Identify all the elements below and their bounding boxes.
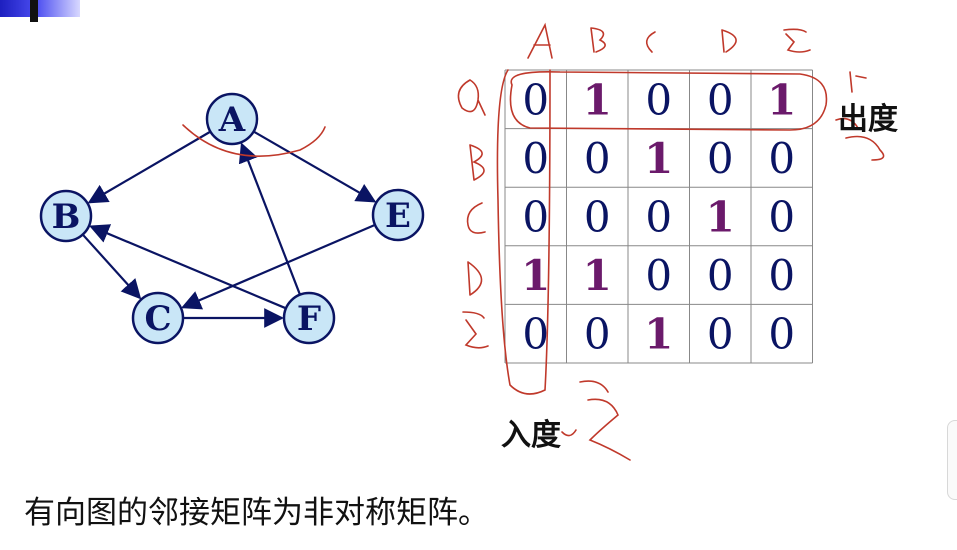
matrix-cell: 1 [644, 310, 673, 359]
ink-bottom-scribble [579, 380, 631, 461]
edge-a-to-e [253, 130, 377, 203]
matrix-cell: 1 [583, 251, 612, 300]
ink-row-c [466, 202, 486, 234]
matrix-cell: 1 [521, 251, 550, 300]
ink-row-d [467, 261, 483, 296]
matrix-cell: 0 [707, 310, 734, 359]
matrix-grid [504, 69, 813, 364]
ink-row-e [462, 311, 489, 349]
matrix-cell: 1 [583, 75, 612, 124]
ink-letter-b [590, 27, 606, 53]
ink-letter-a [527, 22, 553, 59]
node-label: A [218, 100, 246, 140]
matrix-cell: 1 [644, 134, 673, 183]
matrix-cell: 0 [645, 251, 672, 300]
graph-edges [81, 130, 377, 328]
ink-arc-under-a [182, 124, 326, 157]
matrix-cell: 0 [768, 134, 795, 183]
node-b: B [39, 189, 93, 243]
matrix-cell: 0 [584, 310, 611, 359]
matrix-cell: 0 [522, 193, 549, 242]
matrix-cell: 0 [584, 193, 611, 242]
ink-letter-c [645, 31, 656, 53]
side-tab-handle[interactable] [947, 420, 957, 500]
in-degree-label: 入度 [501, 418, 561, 453]
matrix-cell: 0 [584, 134, 611, 183]
matrix-cell: 0 [645, 193, 672, 242]
matrix-cell: 0 [707, 134, 734, 183]
corner-logo-bar [0, 0, 80, 17]
graph-nodes: A B C E F [39, 92, 425, 345]
ink-letter-d [721, 29, 737, 53]
matrix-cell: 0 [522, 75, 549, 124]
matrix-cell: 0 [707, 251, 734, 300]
edge-b-to-c [81, 233, 142, 300]
matrix-cell: 1 [767, 75, 796, 124]
slide-caption: 有向图的邻接矩阵为非对称矩阵。 [24, 495, 489, 531]
node-label: B [52, 197, 81, 237]
node-e: E [371, 188, 425, 242]
edge-a-to-b [87, 130, 211, 204]
matrix-cell: 0 [768, 251, 795, 300]
ink-column-oval [496, 69, 551, 395]
node-a: A [205, 92, 259, 146]
ink-letter-e [783, 28, 811, 53]
node-label: F [297, 299, 321, 339]
ink-row-b [469, 144, 485, 181]
edge-f-to-a [238, 142, 302, 296]
matrix-cell: 1 [706, 193, 735, 242]
edge-e-to-c [180, 223, 376, 310]
node-label: E [385, 196, 411, 236]
matrix-cell: 0 [522, 310, 549, 359]
matrix-cell: 0 [768, 193, 795, 242]
node-f: F [282, 291, 336, 345]
out-degree-label: 出度 [838, 102, 898, 137]
edge-f-to-b [89, 224, 287, 310]
corner-logo-stub [30, 0, 38, 22]
node-label: C [144, 299, 171, 339]
matrix-cell: 0 [707, 75, 734, 124]
ink-right-scribble [835, 71, 885, 161]
matrix-cell: 0 [645, 75, 672, 124]
node-c: C [131, 291, 185, 345]
ink-row-a [457, 79, 486, 116]
ink-row-oval [509, 70, 828, 131]
matrix-cell: 0 [768, 310, 795, 359]
ink-small-mark [561, 429, 577, 437]
matrix-cell: 0 [522, 134, 549, 183]
